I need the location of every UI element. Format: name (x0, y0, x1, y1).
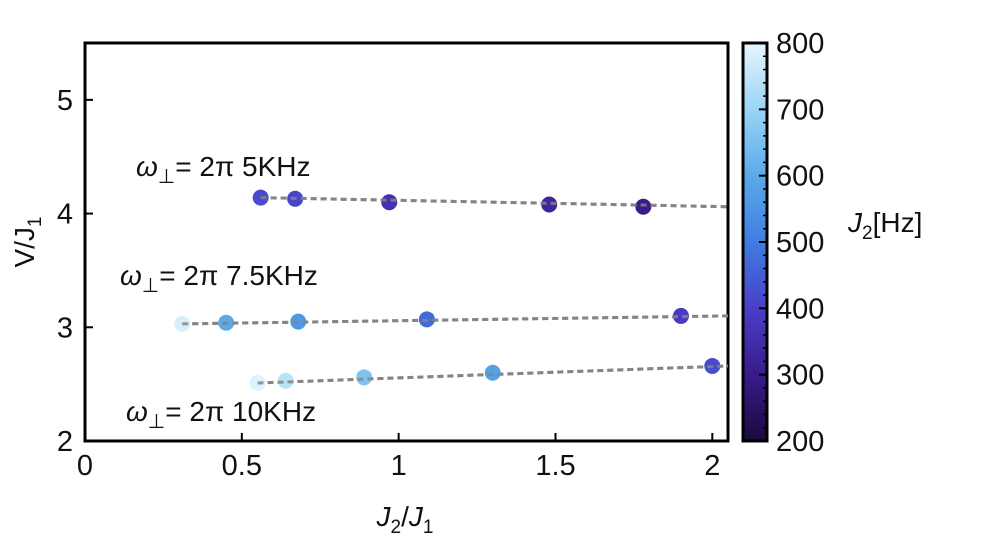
y-tick-label-1: 3 (57, 312, 73, 344)
data-point-2-3 (484, 364, 501, 381)
data-point-0-2 (381, 194, 398, 211)
annotation-10khz: ω⊥= 2π 10KHz (126, 396, 316, 433)
x-tick-label-0: 0 (77, 450, 93, 482)
fit-line-overlay-1 (182, 314, 729, 326)
x-tick-label-4: 2 (704, 450, 720, 482)
x-tick-label-2: 1 (391, 450, 407, 482)
colorbar-title: J2[Hz] (847, 207, 922, 244)
colorbar: 200 300 400 500 600 700 800 (741, 28, 824, 458)
colorbar-tick-label-0: 200 (776, 426, 824, 458)
colorbar-tick-label-3: 500 (776, 227, 824, 259)
x-axis: 0 0.5 1 1.5 2 (77, 433, 720, 482)
y-tick-label-2: 4 (57, 199, 73, 231)
y-tick-label-3: 5 (57, 85, 73, 117)
x-tick-label-1: 0.5 (222, 450, 262, 482)
data-point-0-4 (635, 198, 652, 215)
plot-area (83, 41, 730, 443)
data-point-2-1 (277, 372, 294, 389)
colorbar-tick-label-4: 600 (776, 161, 824, 193)
data-point-1-2 (290, 313, 307, 330)
plot-frame (83, 41, 730, 443)
annotation-7-5khz: ω⊥= 2π 7.5KHz (120, 260, 318, 297)
annotation-5khz: ω⊥= 2π 5KHz (136, 151, 311, 188)
colorbar-tick-label-1: 300 (776, 360, 824, 392)
fit-line-overlay-0 (260, 196, 729, 209)
colorbar-tick-label-5: 700 (776, 94, 824, 126)
data-point-0-3 (541, 196, 558, 213)
y-axis-title: V/J1 (9, 216, 46, 267)
data-point-1-4 (672, 307, 689, 324)
y-tick-label-0: 2 (57, 426, 73, 458)
y-axis: 2 3 4 5 (57, 85, 93, 458)
x-axis-title: J2/J1 (376, 501, 434, 538)
data-point-2-2 (356, 369, 373, 386)
fit-line-overlay-2 (257, 364, 729, 385)
x-tick-label-3: 1.5 (535, 450, 575, 482)
colorbar-tick-label-2: 400 (776, 293, 824, 325)
colorbar-tick-label-6: 800 (776, 28, 824, 60)
